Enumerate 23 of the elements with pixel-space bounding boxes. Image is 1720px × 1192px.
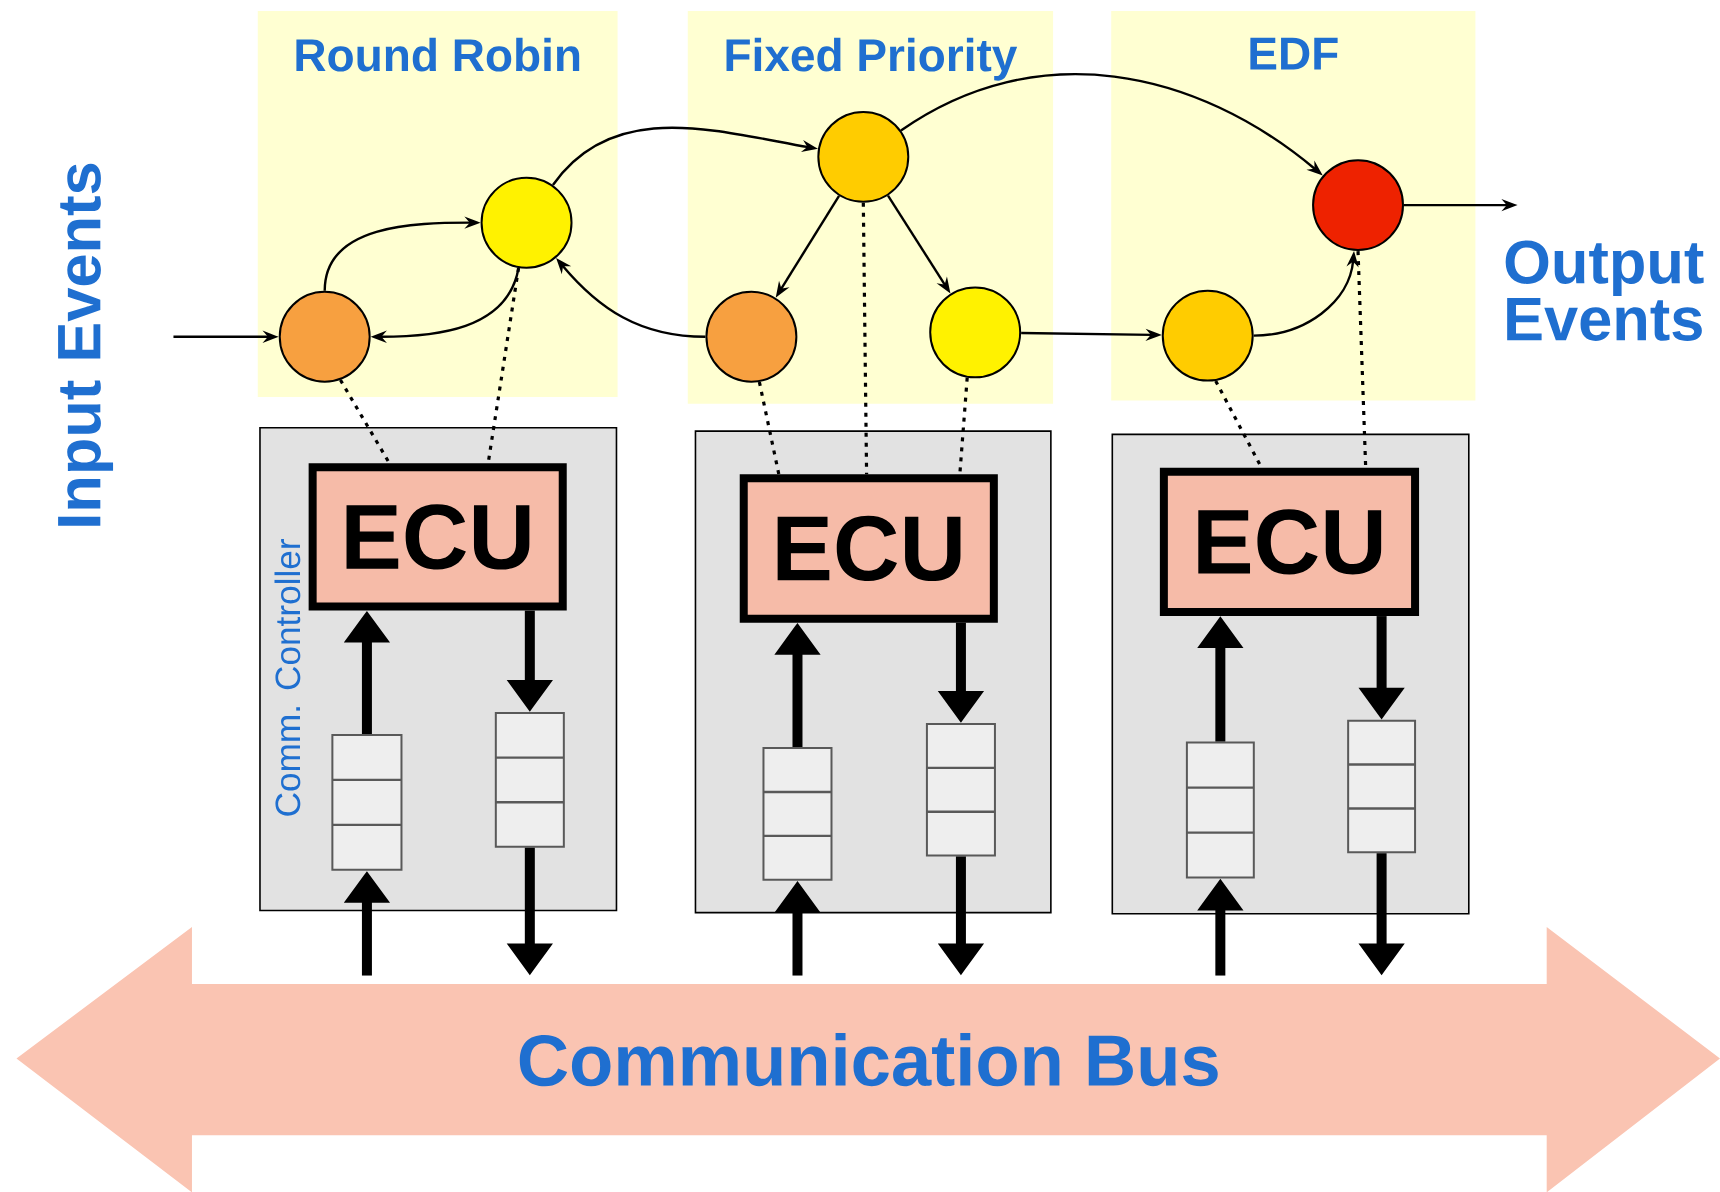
ecu-box: ECU xyxy=(739,474,998,623)
queue-drawing xyxy=(331,733,403,871)
scheduler-panel: EDF xyxy=(1111,10,1476,401)
queue-drawing xyxy=(494,711,566,848)
queue-drawing xyxy=(1346,719,1417,854)
axis-label: Input Events xyxy=(58,163,114,526)
task-circle xyxy=(705,290,798,383)
leader-line xyxy=(339,378,391,464)
task-circle xyxy=(817,110,910,203)
queue-drawing xyxy=(1185,741,1255,879)
task-circle xyxy=(480,176,573,269)
queue-drawing xyxy=(925,722,997,857)
leader-line xyxy=(1356,250,1368,468)
leader-line xyxy=(861,202,869,475)
queue-drawing xyxy=(762,746,833,881)
axis-label: Output Events xyxy=(1505,240,1704,341)
ecu-box: ECU xyxy=(1159,467,1420,616)
task-circle xyxy=(1161,289,1254,382)
task-circle xyxy=(1312,158,1404,251)
task-circle xyxy=(278,290,371,383)
ecu-box: ECU xyxy=(308,463,567,611)
leader-line xyxy=(757,381,781,475)
task-circle xyxy=(929,286,1022,379)
